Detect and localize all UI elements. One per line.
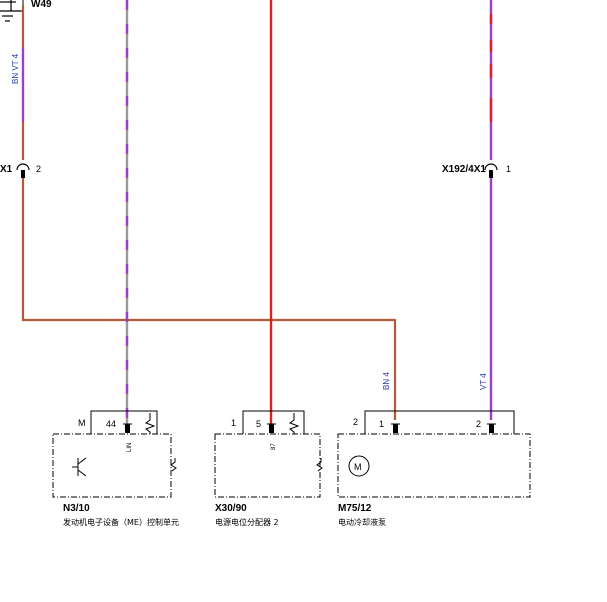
n3-10-description: 发动机电子设备（ME）控制单元 xyxy=(63,517,179,527)
ground-label: W49 xyxy=(31,0,52,10)
connector-x192-pin: 1 xyxy=(506,164,511,174)
n3-10-pin: 44 xyxy=(106,419,116,429)
x30-90-description: 电源电位分配器 2 xyxy=(215,517,279,527)
m75-12-description: 电动冷却液泵 xyxy=(338,517,386,527)
x30-90-connector-label: 1 xyxy=(231,418,236,428)
motor-icon xyxy=(348,455,370,477)
motor-symbol-label: M xyxy=(354,462,362,472)
connector-x1 xyxy=(16,163,30,178)
connector-x1-pin: 2 xyxy=(36,164,41,174)
component-x30-90 xyxy=(214,410,323,498)
component-n3-10 xyxy=(52,410,177,498)
connector-x192-name: X192/4X1 xyxy=(442,164,486,175)
n3-10-id: N3/10 xyxy=(63,503,90,514)
connector-x1-name: X1 xyxy=(0,164,13,175)
x30-90-pin-tag: 87 xyxy=(271,443,277,450)
m75-12-id: M75/12 xyxy=(338,503,372,514)
ground-symbol xyxy=(0,0,22,22)
m75-12-connector-label: 2 xyxy=(353,417,358,427)
wire-brown-bus xyxy=(21,178,397,420)
m75-12-pin-b: 2 xyxy=(476,419,481,429)
wire-label-vt4: VT 4 xyxy=(479,373,488,390)
component-m75-12 xyxy=(337,410,531,498)
n3-10-connector-label: M xyxy=(78,418,86,428)
m75-12-pin-a: 1 xyxy=(379,419,384,429)
n3-10-pin-tag: LIN xyxy=(127,443,133,452)
wire-label-left: BN VT 4 xyxy=(11,53,20,84)
connector-x192 xyxy=(484,163,498,178)
transistor-icon xyxy=(72,457,87,477)
x30-90-pin: 5 xyxy=(256,419,261,429)
x30-90-id: X30/90 xyxy=(215,503,247,514)
wire-label-bn4: BN 4 xyxy=(382,372,391,390)
